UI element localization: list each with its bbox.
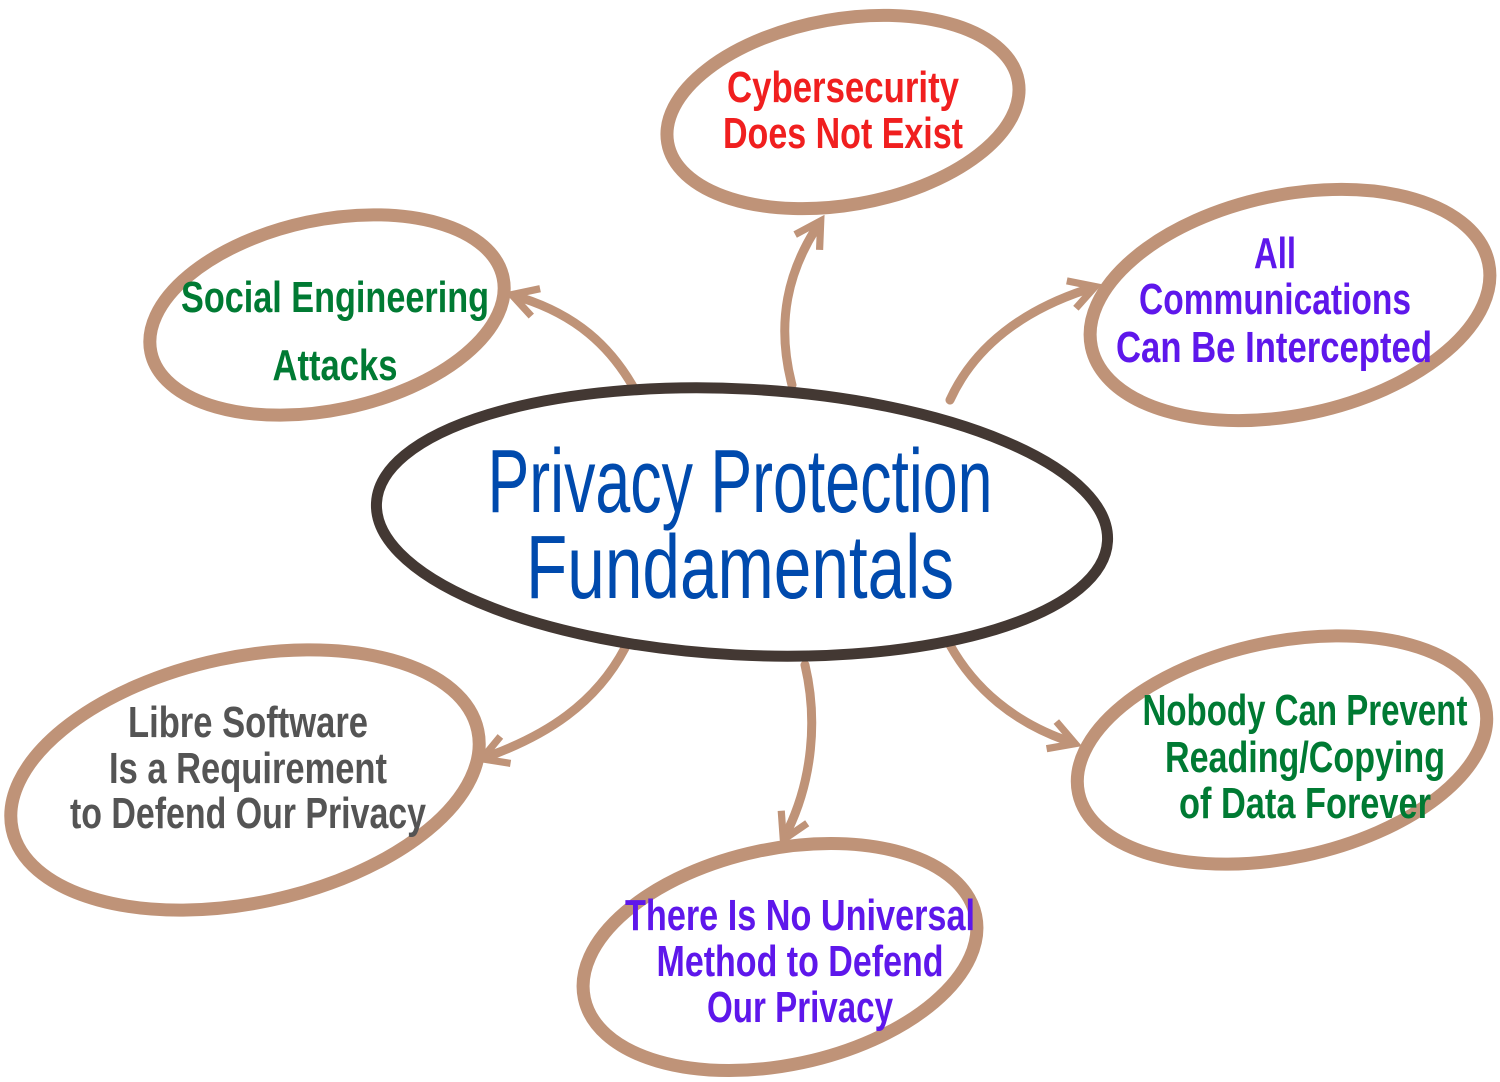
node-nobody: Nobody Can Prevent Reading/Copying of Da… [1143, 686, 1468, 828]
connectors [475, 214, 1103, 847]
center-line-2: Fundamentals [526, 518, 954, 618]
node-line: Can Be Intercepted [1116, 323, 1432, 372]
center-title: Privacy Protection Fundamentals [488, 432, 993, 618]
node-line: Reading/Copying [1165, 733, 1445, 782]
center-line-1: Privacy Protection [488, 432, 993, 532]
arrow-to-cybersecurity [780, 214, 825, 390]
social-ellipse [143, 208, 511, 422]
node-line: Libre Software [128, 698, 368, 747]
nobody-ellipse [1070, 629, 1494, 871]
node-cybersecurity: Cybersecurity Does Not Exist [723, 63, 963, 158]
node-universal: There Is No Universal Method to Defend O… [625, 891, 975, 1032]
node-line: to Defend Our Privacy [70, 789, 426, 838]
node-line: Method to Defend [657, 937, 944, 986]
universal-ellipse [576, 836, 984, 1078]
node-communications: All Communications Can Be Intercepted [1116, 229, 1432, 372]
node-line: Cybersecurity [727, 63, 959, 112]
node-line: Attacks [273, 341, 398, 390]
arrow-to-libre [475, 643, 630, 767]
libre-ellipse [4, 643, 486, 917]
node-line: Our Privacy [707, 983, 893, 1032]
node-line: Does Not Exist [723, 109, 963, 158]
node-line: There Is No Universal [625, 891, 975, 940]
arrow-to-social [504, 285, 640, 395]
arrow-to-nobody [945, 640, 1082, 753]
cybersecurity-ellipse [660, 8, 1026, 216]
center-ellipse [370, 382, 1114, 662]
node-line: All [1254, 229, 1296, 278]
node-social: Social Engineering Attacks [181, 273, 489, 390]
arrow-to-communications [945, 277, 1103, 405]
node-line: Nobody Can Prevent [1143, 686, 1468, 735]
node-line: Communications [1139, 275, 1411, 324]
node-libre: Libre Software Is a Requirement to Defen… [70, 698, 426, 838]
node-line: of Data Forever [1179, 779, 1431, 828]
arrow-to-universal [777, 660, 817, 847]
communications-ellipse [1083, 182, 1497, 428]
node-line: Is a Requirement [109, 744, 387, 793]
node-line: Social Engineering [181, 273, 489, 322]
